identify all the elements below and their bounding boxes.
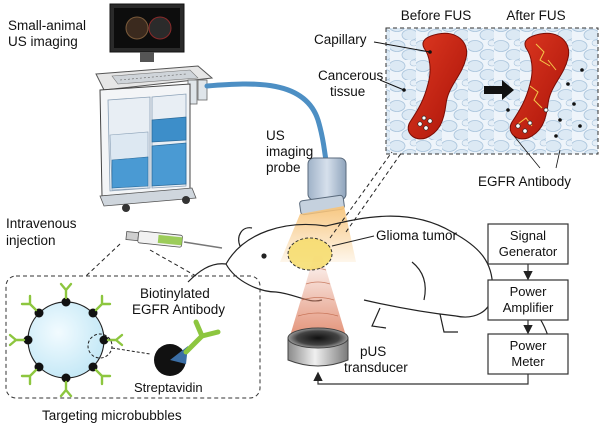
biotinylated-label-line2: EGFR Antibody [132, 302, 225, 317]
glioma-label: Glioma tumor [376, 228, 458, 243]
signal-generator-line2: Generator [499, 244, 558, 259]
capillary-after [509, 32, 570, 140]
capillary-before [407, 32, 468, 140]
transducer-label-line2: transducer [344, 360, 408, 375]
extravasated-antibodies [506, 68, 584, 138]
signal-generator-line1: Signal [510, 228, 546, 243]
targeting-microbubble [8, 282, 151, 398]
biotinylated-label-line1: Biotinylated [140, 286, 210, 301]
tissue-label-line2: tissue [330, 84, 365, 99]
power-amplifier-line2: Amplifier [503, 300, 554, 315]
us-system-label-line2: US imaging [8, 34, 78, 49]
targeting-microbubbles-label: Targeting microbubbles [42, 408, 182, 423]
power-amplifier-line1: Power [510, 284, 548, 299]
probe-cable [204, 81, 329, 163]
probe-label-line2: imaging [266, 144, 313, 159]
us-imaging-probe [299, 157, 347, 216]
probe-label-line3: probe [266, 160, 301, 175]
microbubble-inset [5, 275, 261, 399]
us-imaging-machine [95, 3, 214, 212]
us-system-label-line1: Small-animal [8, 18, 86, 33]
power-meter-line2: Meter [511, 354, 545, 369]
after-fus-label: After FUS [506, 8, 565, 23]
power-meter-box: Power Meter [487, 333, 569, 375]
before-fus-label: Before FUS [401, 8, 472, 23]
power-meter-line1: Power [510, 338, 548, 353]
glioma-tumor [287, 237, 333, 271]
injection-label-line2: injection [6, 233, 56, 248]
before-after-arrow [484, 80, 514, 100]
pus-transducer [287, 327, 349, 367]
capillary-inset [373, 27, 599, 169]
syringe [125, 230, 223, 249]
streptavidin-complex [154, 319, 221, 376]
probe-label-line1: US [266, 128, 285, 143]
injection-label-line1: Intravenous [6, 216, 77, 231]
microbubbles-before [417, 115, 433, 131]
streptavidin-label: Streptavidin [134, 380, 203, 395]
transducer-label-line1: pUS [360, 344, 386, 359]
egfr-antibody-label: EGFR Antibody [478, 174, 571, 189]
meter-to-transducer-line [313, 371, 529, 385]
signal-generator-box: Signal Generator [487, 223, 569, 265]
fus-beam [290, 256, 346, 336]
tissue-label-line1: Cancerous [318, 68, 384, 83]
power-amplifier-box: Power Amplifier [487, 279, 569, 321]
capillary-label: Capillary [314, 32, 367, 47]
microbubbles-after [515, 107, 549, 134]
